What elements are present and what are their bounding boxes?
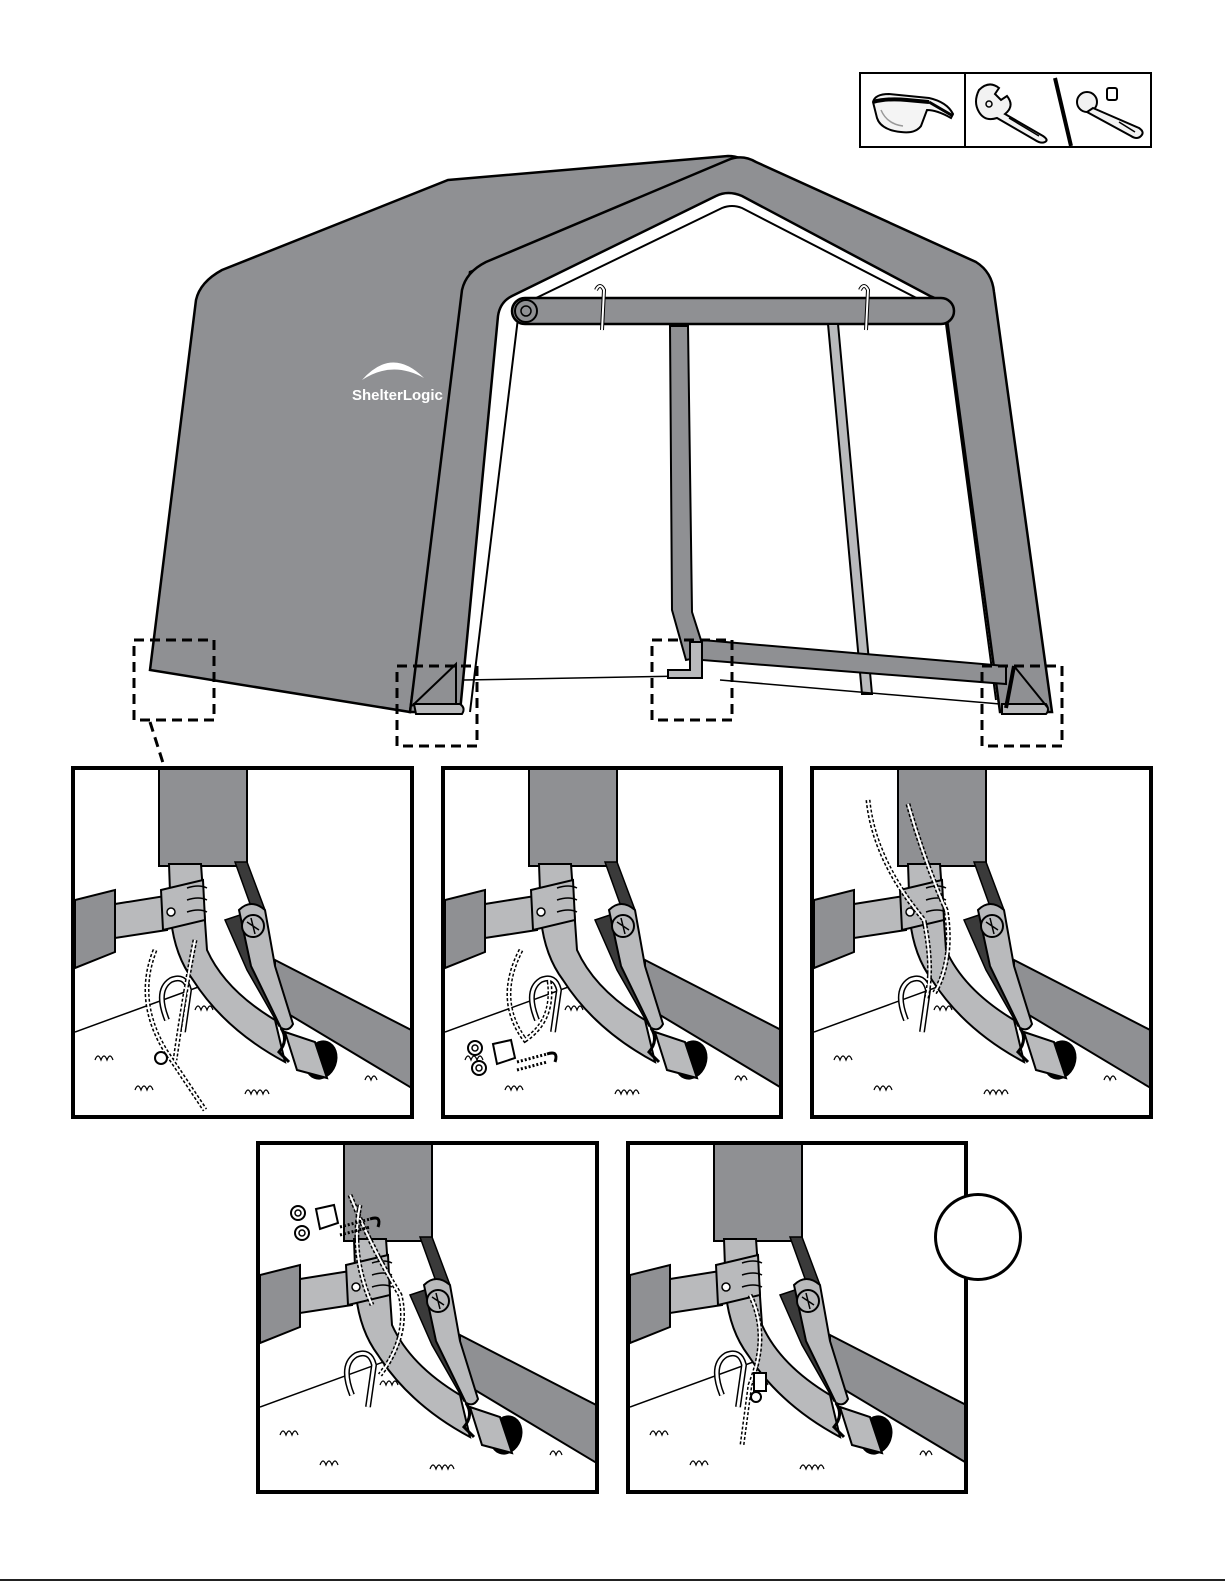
detail-box-front-right: [982, 666, 1062, 746]
step-number-circle: [934, 1193, 1022, 1281]
anchor-strap-step-2: [441, 766, 783, 1119]
callout-leader-line: [150, 722, 164, 766]
footer-rule: [0, 1579, 1225, 1581]
anchor-strap-step-4: [256, 1141, 599, 1494]
callout-layer: [0, 0, 1225, 780]
detail-box-front-center: [652, 640, 732, 720]
anchor-strap-step-5: [626, 1141, 968, 1494]
anchor-strap-step-3: [810, 766, 1153, 1119]
anchor-strap-step-1: [71, 766, 414, 1119]
detail-box-front-left: [397, 666, 477, 746]
detail-box-left-corner: [134, 640, 214, 720]
